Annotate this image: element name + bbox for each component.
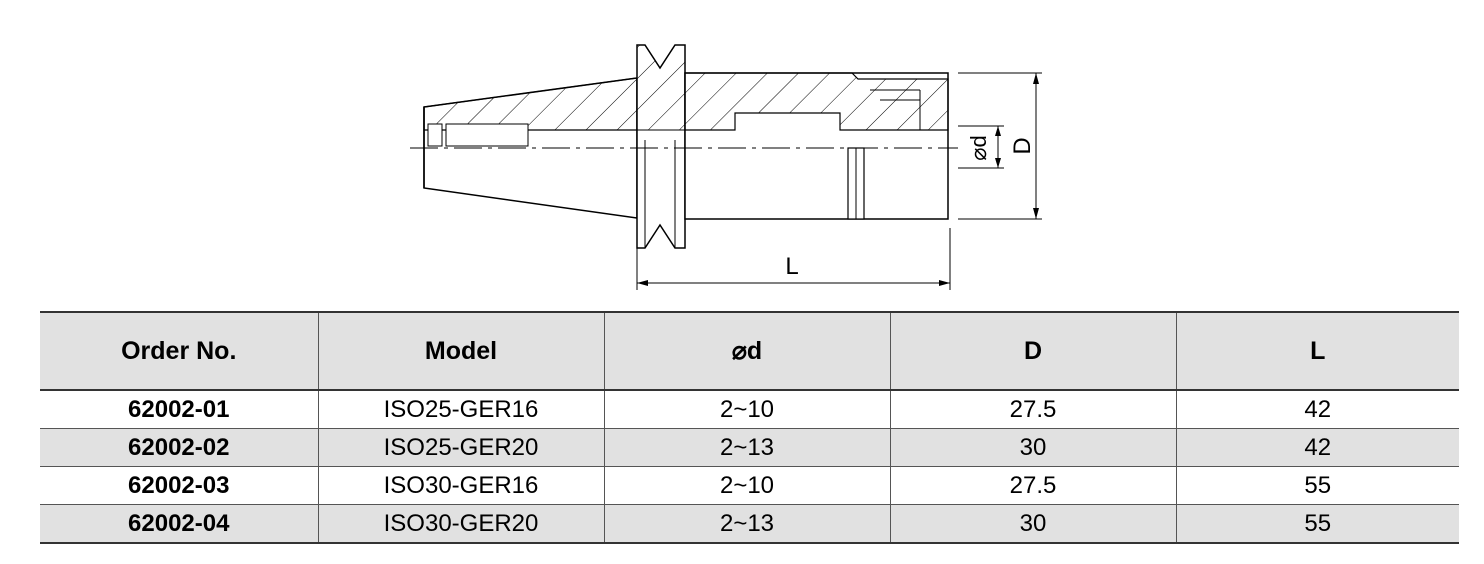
holder-body: [684, 72, 949, 220]
bore-cell: 2~13: [603, 428, 891, 467]
tool-holder-drawing: ⌀d D L: [410, 44, 1042, 290]
outer-diameter-cell: 27.5: [889, 466, 1177, 505]
dimension-length: L: [636, 228, 951, 290]
length-cell: 55: [1175, 466, 1459, 505]
order-no-cell: 62002-03: [40, 466, 319, 505]
table-row: 62002-03 ISO30-GER16 2~10 27.5 55: [40, 466, 1459, 505]
model-cell: ISO25-GER16: [317, 390, 605, 429]
table-row: 62002-02 ISO25-GER20 2~13 30 42: [40, 428, 1459, 467]
header-length: L: [1175, 311, 1459, 391]
table-row: 62002-04 ISO30-GER20 2~13 30 55: [40, 504, 1459, 544]
spec-table: Order No. Model ⌀d D L 62002-01 ISO25-GE…: [40, 311, 1459, 544]
taper-shank: [423, 77, 638, 219]
order-no-cell: 62002-02: [40, 428, 319, 467]
outer-diameter-cell: 30: [889, 504, 1177, 544]
header-outer-diameter: D: [889, 311, 1177, 391]
bore-label: ⌀d: [966, 135, 991, 160]
order-no-cell: 62002-04: [40, 504, 319, 544]
dimension-outer-diameter: D: [958, 72, 1042, 220]
length-cell: 42: [1175, 390, 1459, 429]
model-cell: ISO25-GER20: [317, 428, 605, 467]
length-cell: 42: [1175, 428, 1459, 467]
dimension-bore: ⌀d: [958, 125, 1004, 169]
length-cell: 55: [1175, 504, 1459, 544]
model-cell: ISO30-GER16: [317, 466, 605, 505]
table-row: 62002-01 ISO25-GER16 2~10 27.5 42: [40, 390, 1459, 429]
header-order-no: Order No.: [40, 311, 319, 391]
bore-cell: 2~10: [603, 390, 891, 429]
bore-cell: 2~10: [603, 466, 891, 505]
table-header-row: Order No. Model ⌀d D L: [40, 311, 1459, 391]
length-label: L: [785, 253, 798, 280]
flange: [636, 44, 686, 249]
order-no-cell: 62002-01: [40, 390, 319, 429]
outer-diameter-cell: 30: [889, 428, 1177, 467]
header-model: Model: [317, 311, 605, 391]
outer-diameter-cell: 27.5: [889, 390, 1177, 429]
outer-diameter-label: D: [1009, 137, 1036, 154]
model-cell: ISO30-GER20: [317, 504, 605, 544]
bore-cell: 2~13: [603, 504, 891, 544]
shank-bore: [427, 123, 529, 147]
header-bore: ⌀d: [603, 311, 891, 391]
